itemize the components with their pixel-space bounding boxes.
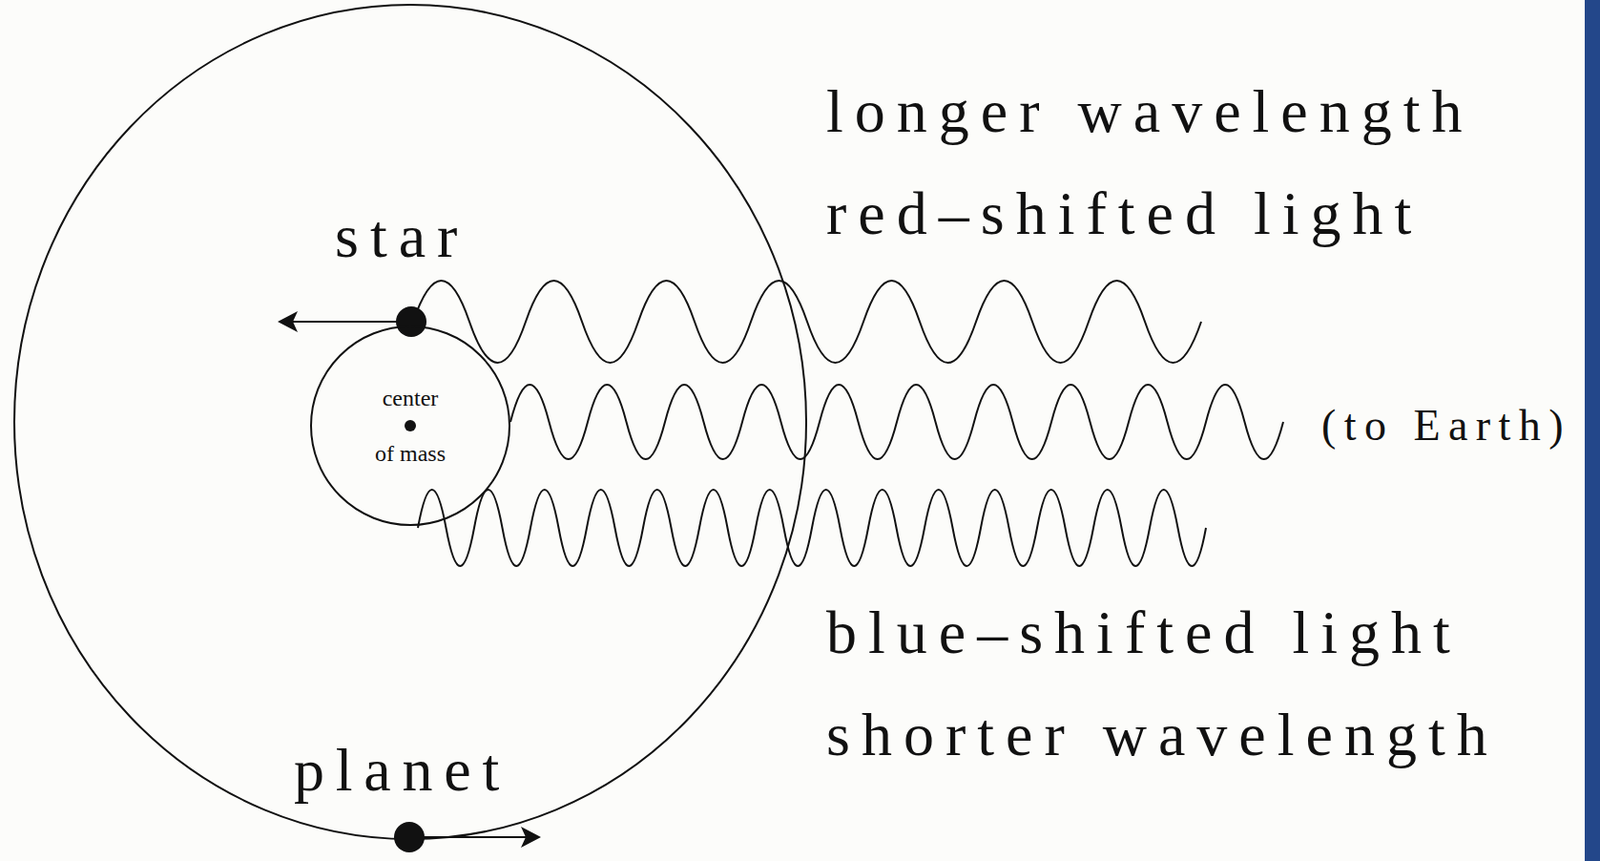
- planet-velocity-arrow: [409, 835, 529, 838]
- planet-dot: [394, 821, 425, 852]
- star-dot: [395, 306, 427, 337]
- arrowhead: [277, 311, 298, 333]
- shift-label: blue–shifted light: [826, 602, 1462, 664]
- center-of-mass-circle: center of mass: [309, 324, 512, 527]
- blue-shifted-wave: [417, 489, 1206, 566]
- circle-outline: [309, 324, 512, 527]
- node-label: center of mass: [372, 370, 449, 481]
- wavelength-label: longer wavelength: [826, 81, 1475, 143]
- shift-label: red–shifted light: [826, 183, 1423, 245]
- wavelength-label: shorter wavelength: [826, 704, 1499, 766]
- arrowhead: [520, 826, 541, 848]
- star-label: star: [334, 206, 469, 268]
- edge-bar: [1584, 0, 1600, 861]
- star-velocity-arrow: [290, 320, 412, 323]
- unshifted-wave: [510, 384, 1284, 459]
- planet-orbit: [14, 4, 807, 839]
- direction-label: (to Earth): [1321, 403, 1572, 448]
- planet-label: planet: [293, 739, 511, 801]
- center-dot: [404, 419, 416, 432]
- red-shifted-wave: [413, 280, 1202, 363]
